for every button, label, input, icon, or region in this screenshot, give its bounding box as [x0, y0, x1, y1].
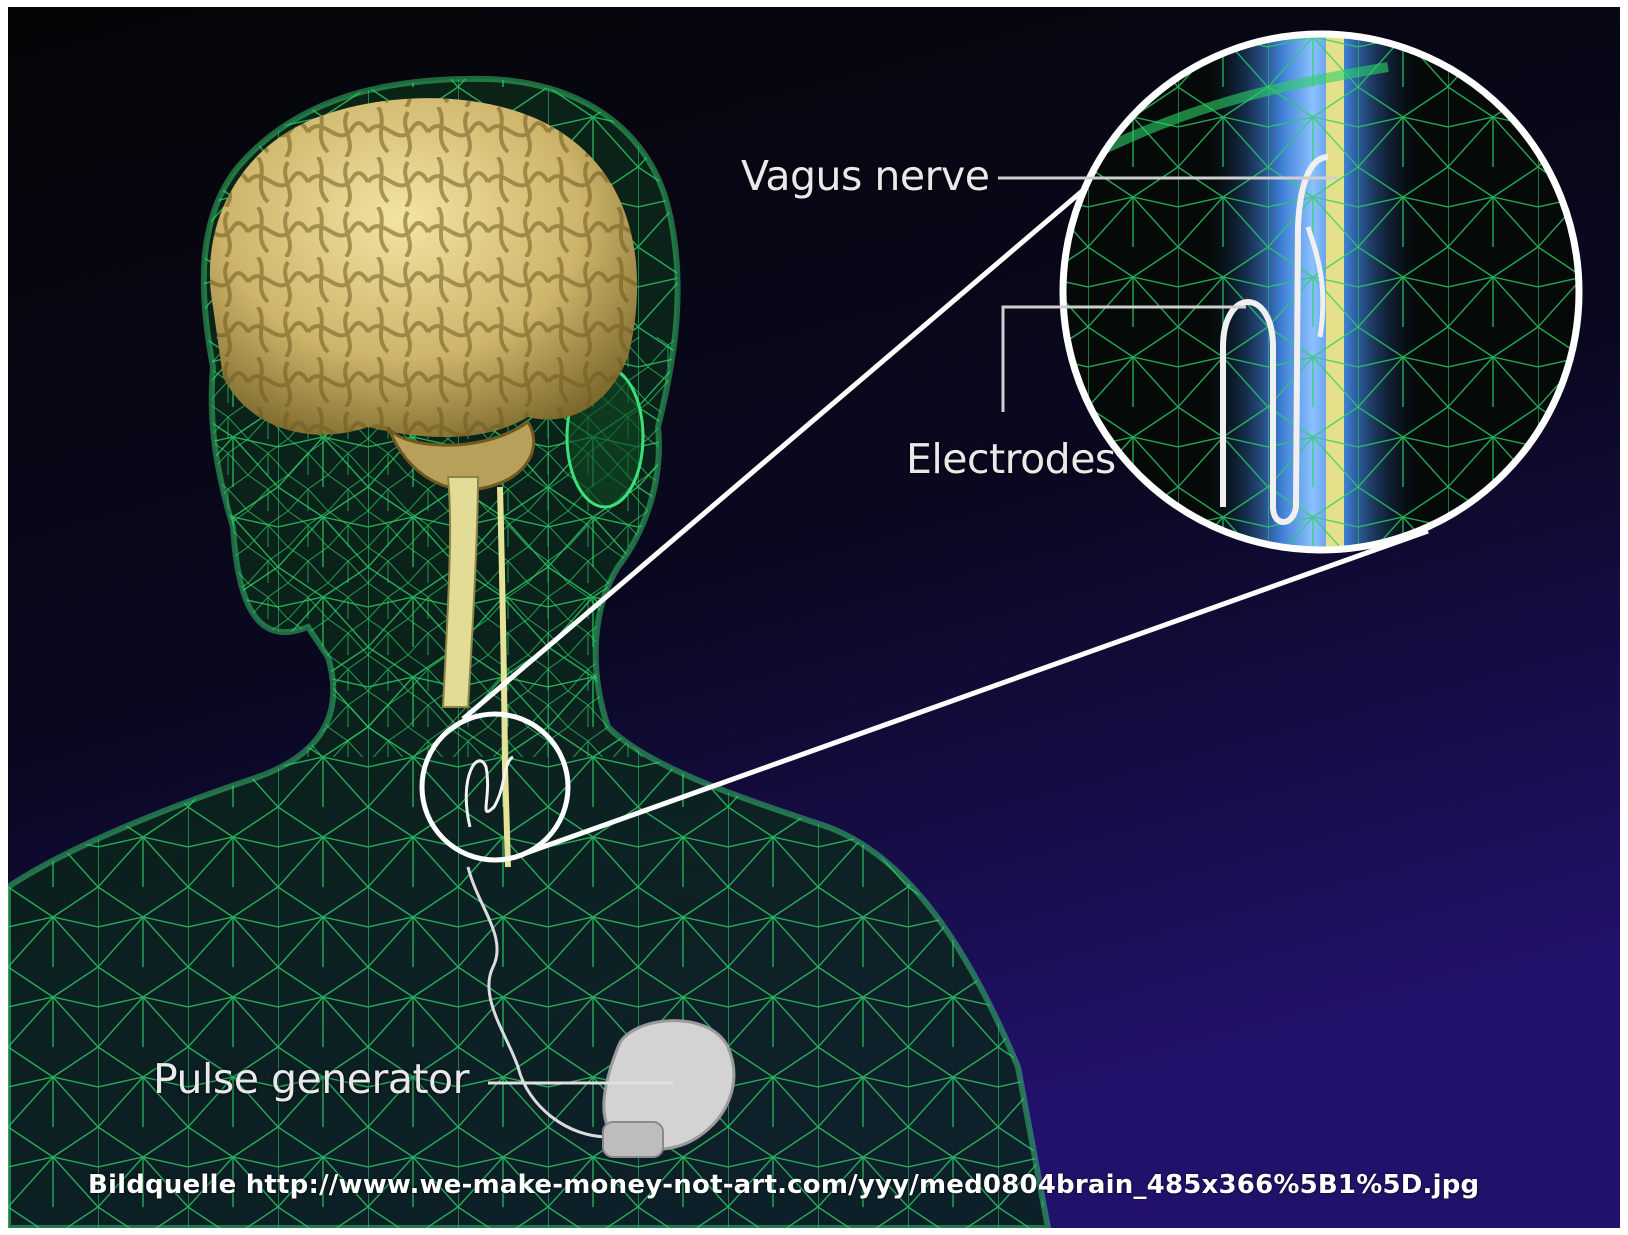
- pulse-generator-label: Pulse generator: [153, 1055, 469, 1103]
- illustration: Vagus nerve Electrodes Pulse generator B…: [8, 7, 1620, 1228]
- electrodes-label: Electrodes: [906, 435, 1116, 483]
- vagus-nerve-label: Vagus nerve: [741, 152, 989, 200]
- image-source-caption: Bildquelle http://www.we-make-money-not-…: [88, 1170, 1479, 1200]
- magnified-view: [1058, 32, 1588, 552]
